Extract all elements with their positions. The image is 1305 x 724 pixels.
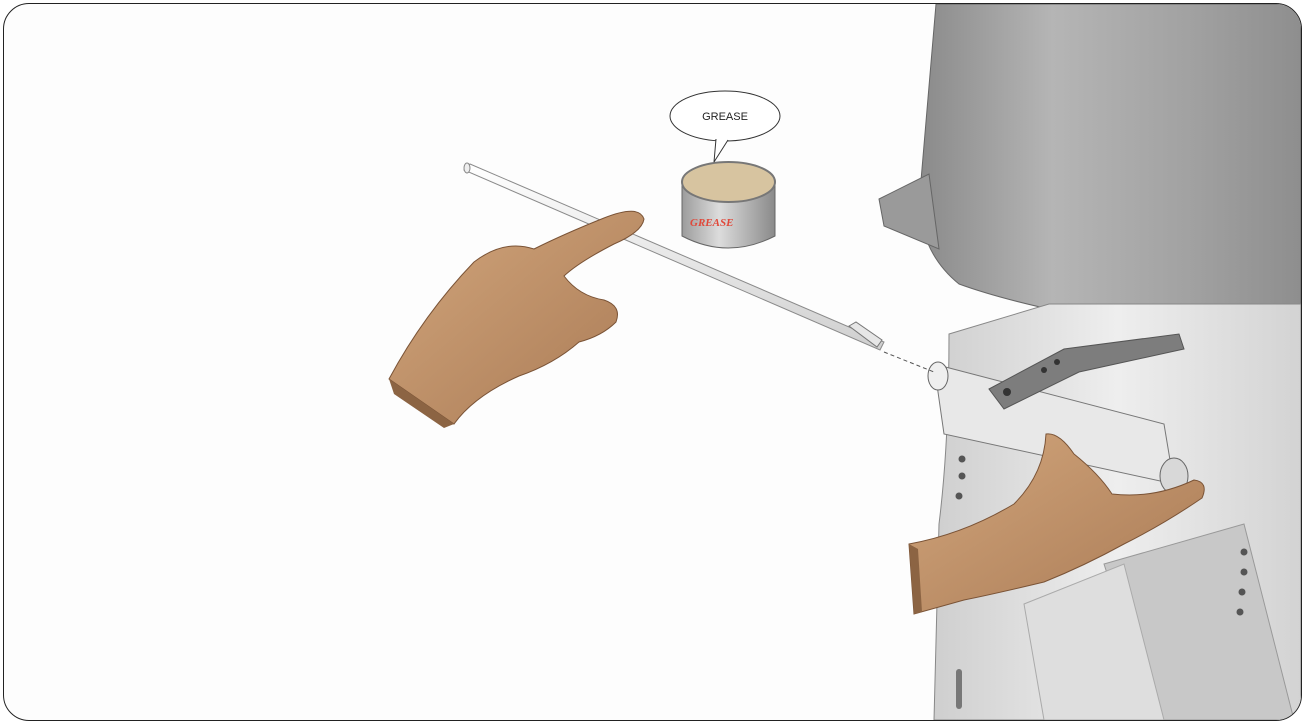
grease-can-icon: GREASE xyxy=(681,161,776,249)
can-label: GREASE xyxy=(690,217,733,229)
assembly-illustration: GREASE GREASE xyxy=(388,4,1301,720)
outboard-motor-icon xyxy=(878,4,1301,720)
hand-icon xyxy=(388,210,645,428)
hand-icon xyxy=(908,433,1205,615)
callout-text: GREASE xyxy=(702,111,748,123)
shaft-icon xyxy=(463,162,885,351)
alignment-guide-line xyxy=(883,351,935,373)
illustration-frame: GREASE GREASE xyxy=(3,3,1302,721)
grease-callout: GREASE xyxy=(669,90,781,163)
